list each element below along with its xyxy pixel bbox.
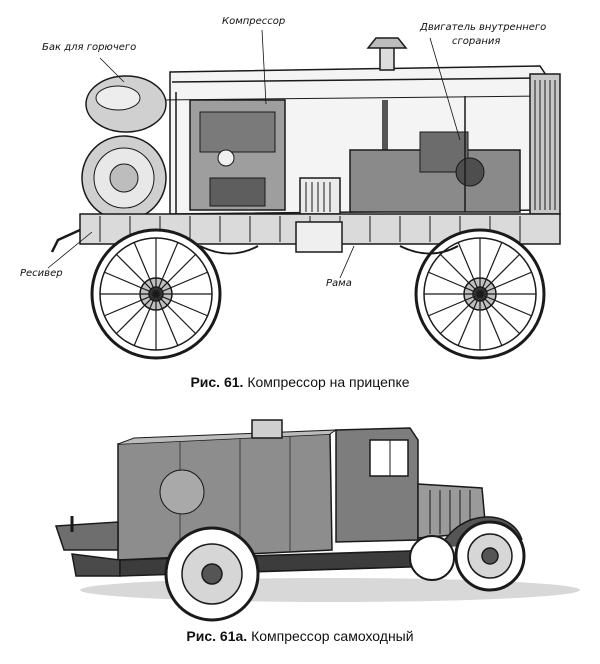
figure1-caption-text: Компрессор на прицепке <box>247 374 410 390</box>
label-fuel-tank: Бак для горючего <box>42 42 137 53</box>
label-engine-line1: Двигатель внутреннего <box>420 22 547 33</box>
label-frame: Рама <box>326 278 352 289</box>
self-propelled-compressor-illustration <box>54 419 580 622</box>
figure2-caption-text: Компрессор самоходный <box>251 628 414 644</box>
figure2-caption-number: Рис. 61а. <box>186 628 248 644</box>
label-engine-line2: сгорания <box>452 36 501 47</box>
figure2-caption: Рис. 61а. Компрессор самоходный <box>0 628 600 644</box>
figure-trailer-compressor: Бак для горючего Компрессор Двигатель вн… <box>0 16 600 390</box>
figure-self-propelled-compressor: Рис. 61а. Компрессор самоходный <box>0 400 600 664</box>
label-compressor: Компрессор <box>222 16 286 27</box>
trailer-compressor-illustration <box>47 29 561 360</box>
figure1-caption-number: Рис. 61. <box>190 374 244 390</box>
label-receiver: Ресивер <box>20 268 63 279</box>
figure1-caption: Рис. 61. Компрессор на прицепке <box>0 374 600 390</box>
